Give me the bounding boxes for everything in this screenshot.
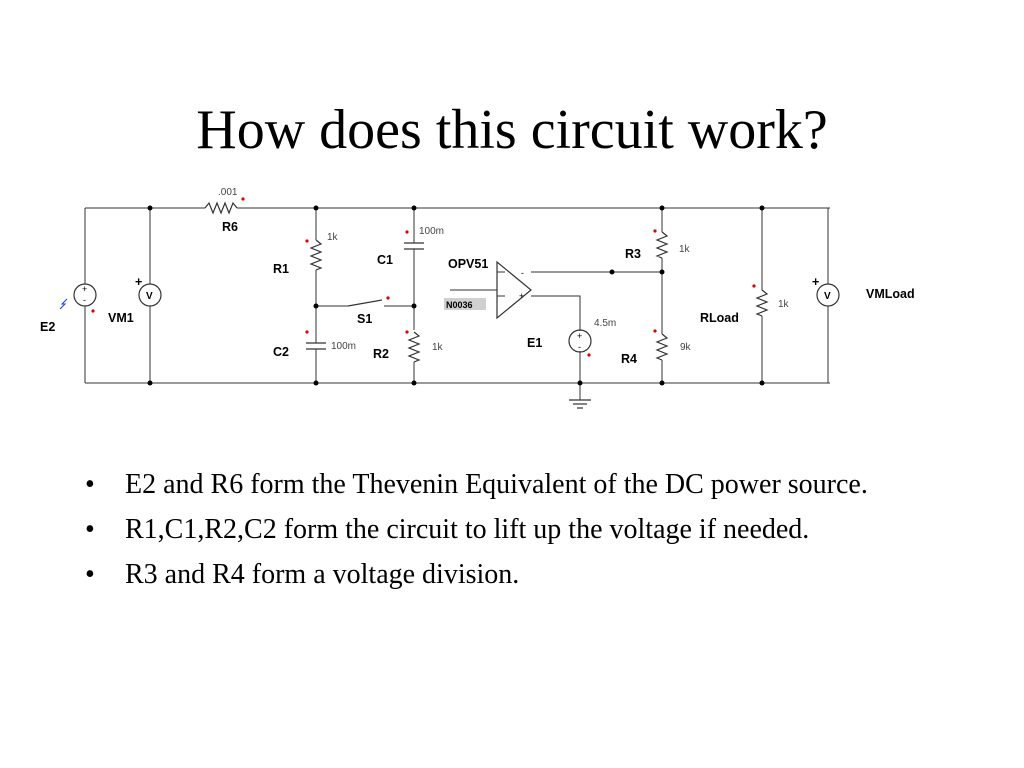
e1-source: + - 4.5m E1 bbox=[527, 318, 616, 353]
r3-resistor: 1k R3 bbox=[625, 231, 691, 261]
e2-source: + - E2 bbox=[40, 283, 97, 334]
bullet-dot: • bbox=[85, 469, 95, 500]
svg-text:+: + bbox=[577, 331, 582, 341]
r6-resistor: .001 R6 bbox=[204, 187, 238, 234]
svg-text:-: - bbox=[521, 268, 524, 278]
bullet-item: •R1,C1,R2,C2 form the circuit to lift up… bbox=[85, 511, 965, 548]
svg-text:R2: R2 bbox=[373, 347, 389, 361]
pin-dots bbox=[91, 197, 756, 357]
svg-text:N0036: N0036 bbox=[446, 300, 473, 310]
ground-icon bbox=[569, 399, 591, 409]
svg-text:R6: R6 bbox=[222, 220, 238, 234]
svg-text:V: V bbox=[146, 291, 153, 302]
svg-text:.001: .001 bbox=[218, 187, 238, 198]
svg-text:100m: 100m bbox=[331, 341, 356, 352]
svg-text:1k: 1k bbox=[679, 244, 691, 255]
svg-text:E1: E1 bbox=[527, 336, 542, 350]
svg-text:+: + bbox=[519, 291, 524, 301]
vm1-meter: V + VM1 bbox=[108, 275, 162, 325]
svg-text:C1: C1 bbox=[377, 253, 393, 267]
svg-text:1k: 1k bbox=[327, 232, 339, 243]
node-tag bbox=[444, 298, 486, 310]
bullet-list: •E2 and R6 form the Thevenin Equivalent … bbox=[85, 466, 965, 601]
vm1-label: VM1 bbox=[108, 311, 134, 325]
svg-text:R3: R3 bbox=[625, 247, 641, 261]
e2-label: E2 bbox=[40, 320, 55, 334]
svg-text:RLoad: RLoad bbox=[700, 311, 739, 325]
svg-text:S1: S1 bbox=[357, 312, 372, 326]
rload-resistor: 1k RLoad bbox=[700, 289, 790, 325]
bullet-dot: • bbox=[85, 514, 95, 545]
r4-resistor: 9k R4 bbox=[621, 333, 692, 366]
slide-title: How does this circuit work? bbox=[196, 99, 828, 161]
r2-resistor: 1k R2 bbox=[373, 331, 444, 363]
vmload-label: VMLoad bbox=[866, 287, 915, 301]
svg-text:V: V bbox=[824, 291, 831, 302]
svg-text:OPV51: OPV51 bbox=[448, 257, 488, 271]
junction-dots bbox=[147, 205, 765, 386]
svg-text:9k: 9k bbox=[680, 342, 692, 353]
c1-capacitor: 100m C1 bbox=[377, 226, 444, 267]
bullet-item: •R3 and R4 form a voltage division. bbox=[85, 556, 965, 593]
bullet-item: •E2 and R6 form the Thevenin Equivalent … bbox=[85, 466, 965, 503]
svg-text:C2: C2 bbox=[273, 345, 289, 359]
svg-text:R4: R4 bbox=[621, 352, 637, 366]
lightning-icon bbox=[59, 298, 68, 310]
svg-text:4.5m: 4.5m bbox=[594, 318, 616, 329]
r1-resistor: 1k R1 bbox=[273, 232, 339, 276]
svg-text:-: - bbox=[578, 342, 581, 352]
svg-text:R1: R1 bbox=[273, 262, 289, 276]
svg-text:1k: 1k bbox=[432, 342, 444, 353]
wires bbox=[84, 207, 830, 400]
svg-text:+: + bbox=[82, 284, 87, 294]
svg-text:1k: 1k bbox=[778, 299, 790, 310]
svg-text:100m: 100m bbox=[419, 226, 444, 237]
opamp-opv51: - + OPV51 N0036 bbox=[444, 257, 532, 320]
svg-text:+: + bbox=[135, 275, 142, 289]
bullet-dot: • bbox=[85, 559, 95, 590]
s1-switch: S1 bbox=[347, 299, 383, 326]
vmload-meter: V + VMLoad bbox=[812, 275, 915, 307]
c2-capacitor: 100m C2 bbox=[273, 341, 356, 359]
svg-text:+: + bbox=[812, 275, 819, 289]
svg-text:-: - bbox=[83, 295, 86, 305]
